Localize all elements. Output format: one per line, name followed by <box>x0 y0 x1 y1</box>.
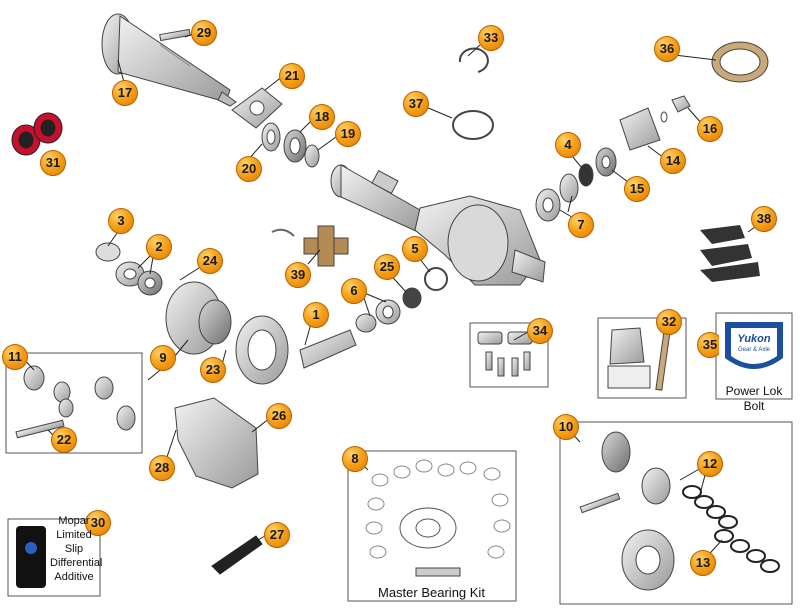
callout-11[interactable]: 11 <box>2 344 28 370</box>
callout-5[interactable]: 5 <box>402 236 428 262</box>
callout-25[interactable]: 25 <box>374 254 400 280</box>
differential-carrier-part <box>165 281 232 355</box>
install-kit-contents <box>607 327 671 391</box>
limited-slip-box <box>559 421 793 605</box>
yukon-logo: Yukon Gear & Axle <box>719 318 789 382</box>
sealant-tube-part <box>415 567 461 577</box>
callout-32[interactable]: 32 <box>656 309 682 335</box>
diff-cover-part <box>174 397 259 489</box>
wheel-stud-part <box>159 28 191 42</box>
mopar-additive-label: Mopar Limited Slip Differential Additive <box>50 515 103 583</box>
callout-38[interactable]: 38 <box>751 206 777 232</box>
callout-12[interactable]: 12 <box>697 451 723 477</box>
lsd-unit-part <box>579 431 675 591</box>
power-lok-bolt-label: Power Lok Bolt <box>725 384 783 413</box>
callout-4[interactable]: 4 <box>555 132 581 158</box>
bolt-kit-box <box>469 322 549 388</box>
callout-33[interactable]: 33 <box>478 25 504 51</box>
callout-24[interactable]: 24 <box>197 248 223 274</box>
callout-35[interactable]: 35 <box>697 332 723 358</box>
install-kit-box <box>597 317 687 399</box>
callout-6[interactable]: 6 <box>341 278 367 304</box>
carrier-bearings-part <box>95 242 163 296</box>
callout-39[interactable]: 39 <box>285 262 311 288</box>
master-kit-contents <box>365 459 511 559</box>
retainer-plate-part <box>231 87 283 129</box>
additive-bottle-part <box>16 526 46 588</box>
yukon-sub-text: Gear & Axle <box>738 347 771 353</box>
callout-34[interactable]: 34 <box>527 318 553 344</box>
callout-16[interactable]: 16 <box>697 116 723 142</box>
pinion-parts <box>535 95 691 222</box>
callout-27[interactable]: 27 <box>264 522 290 548</box>
snap-ring-parts <box>452 47 494 140</box>
callout-26[interactable]: 26 <box>266 403 292 429</box>
callout-21[interactable]: 21 <box>279 63 305 89</box>
callout-15[interactable]: 15 <box>624 176 650 202</box>
callout-23[interactable]: 23 <box>200 357 226 383</box>
callout-37[interactable]: 37 <box>403 91 429 117</box>
pinion-seal-part <box>711 41 769 83</box>
u-joint-part <box>271 225 349 267</box>
callout-1[interactable]: 1 <box>303 302 329 328</box>
spider-gear-box <box>5 352 143 454</box>
callout-7[interactable]: 7 <box>568 212 594 238</box>
axle-shaft-part <box>101 13 237 107</box>
axle-housing-part <box>330 164 546 286</box>
axle-bearing-parts <box>261 122 320 168</box>
additive-box <box>7 518 101 597</box>
callout-29[interactable]: 29 <box>191 20 217 46</box>
callout-2[interactable]: 2 <box>146 234 172 260</box>
rtv-sealant-part <box>211 535 263 575</box>
shift-forks-part <box>700 225 760 282</box>
callout-8[interactable]: 8 <box>342 446 368 472</box>
callout-20[interactable]: 20 <box>236 156 262 182</box>
callout-22[interactable]: 22 <box>51 427 77 453</box>
callout-28[interactable]: 28 <box>149 455 175 481</box>
callout-9[interactable]: 9 <box>150 345 176 371</box>
yukon-brand-text: Yukon <box>737 333 770 345</box>
callout-18[interactable]: 18 <box>309 104 335 130</box>
axle-seals-part <box>11 112 63 156</box>
master-kit-box <box>347 450 517 602</box>
master-bearing-kit-label: Master Bearing Kit <box>374 585 489 600</box>
ring-and-pinion-part <box>235 315 357 385</box>
callout-36[interactable]: 36 <box>654 36 680 62</box>
callout-31[interactable]: 31 <box>40 150 66 176</box>
callout-30[interactable]: 30 <box>85 510 111 536</box>
pinion-bearings-part <box>355 267 448 333</box>
callout-13[interactable]: 13 <box>690 550 716 576</box>
callout-3[interactable]: 3 <box>108 208 134 234</box>
callout-14[interactable]: 14 <box>660 148 686 174</box>
callout-10[interactable]: 10 <box>553 414 579 440</box>
spider-gears-part <box>15 365 136 439</box>
callout-17[interactable]: 17 <box>112 80 138 106</box>
callout-19[interactable]: 19 <box>335 121 361 147</box>
bolt-kit-contents <box>477 331 533 377</box>
